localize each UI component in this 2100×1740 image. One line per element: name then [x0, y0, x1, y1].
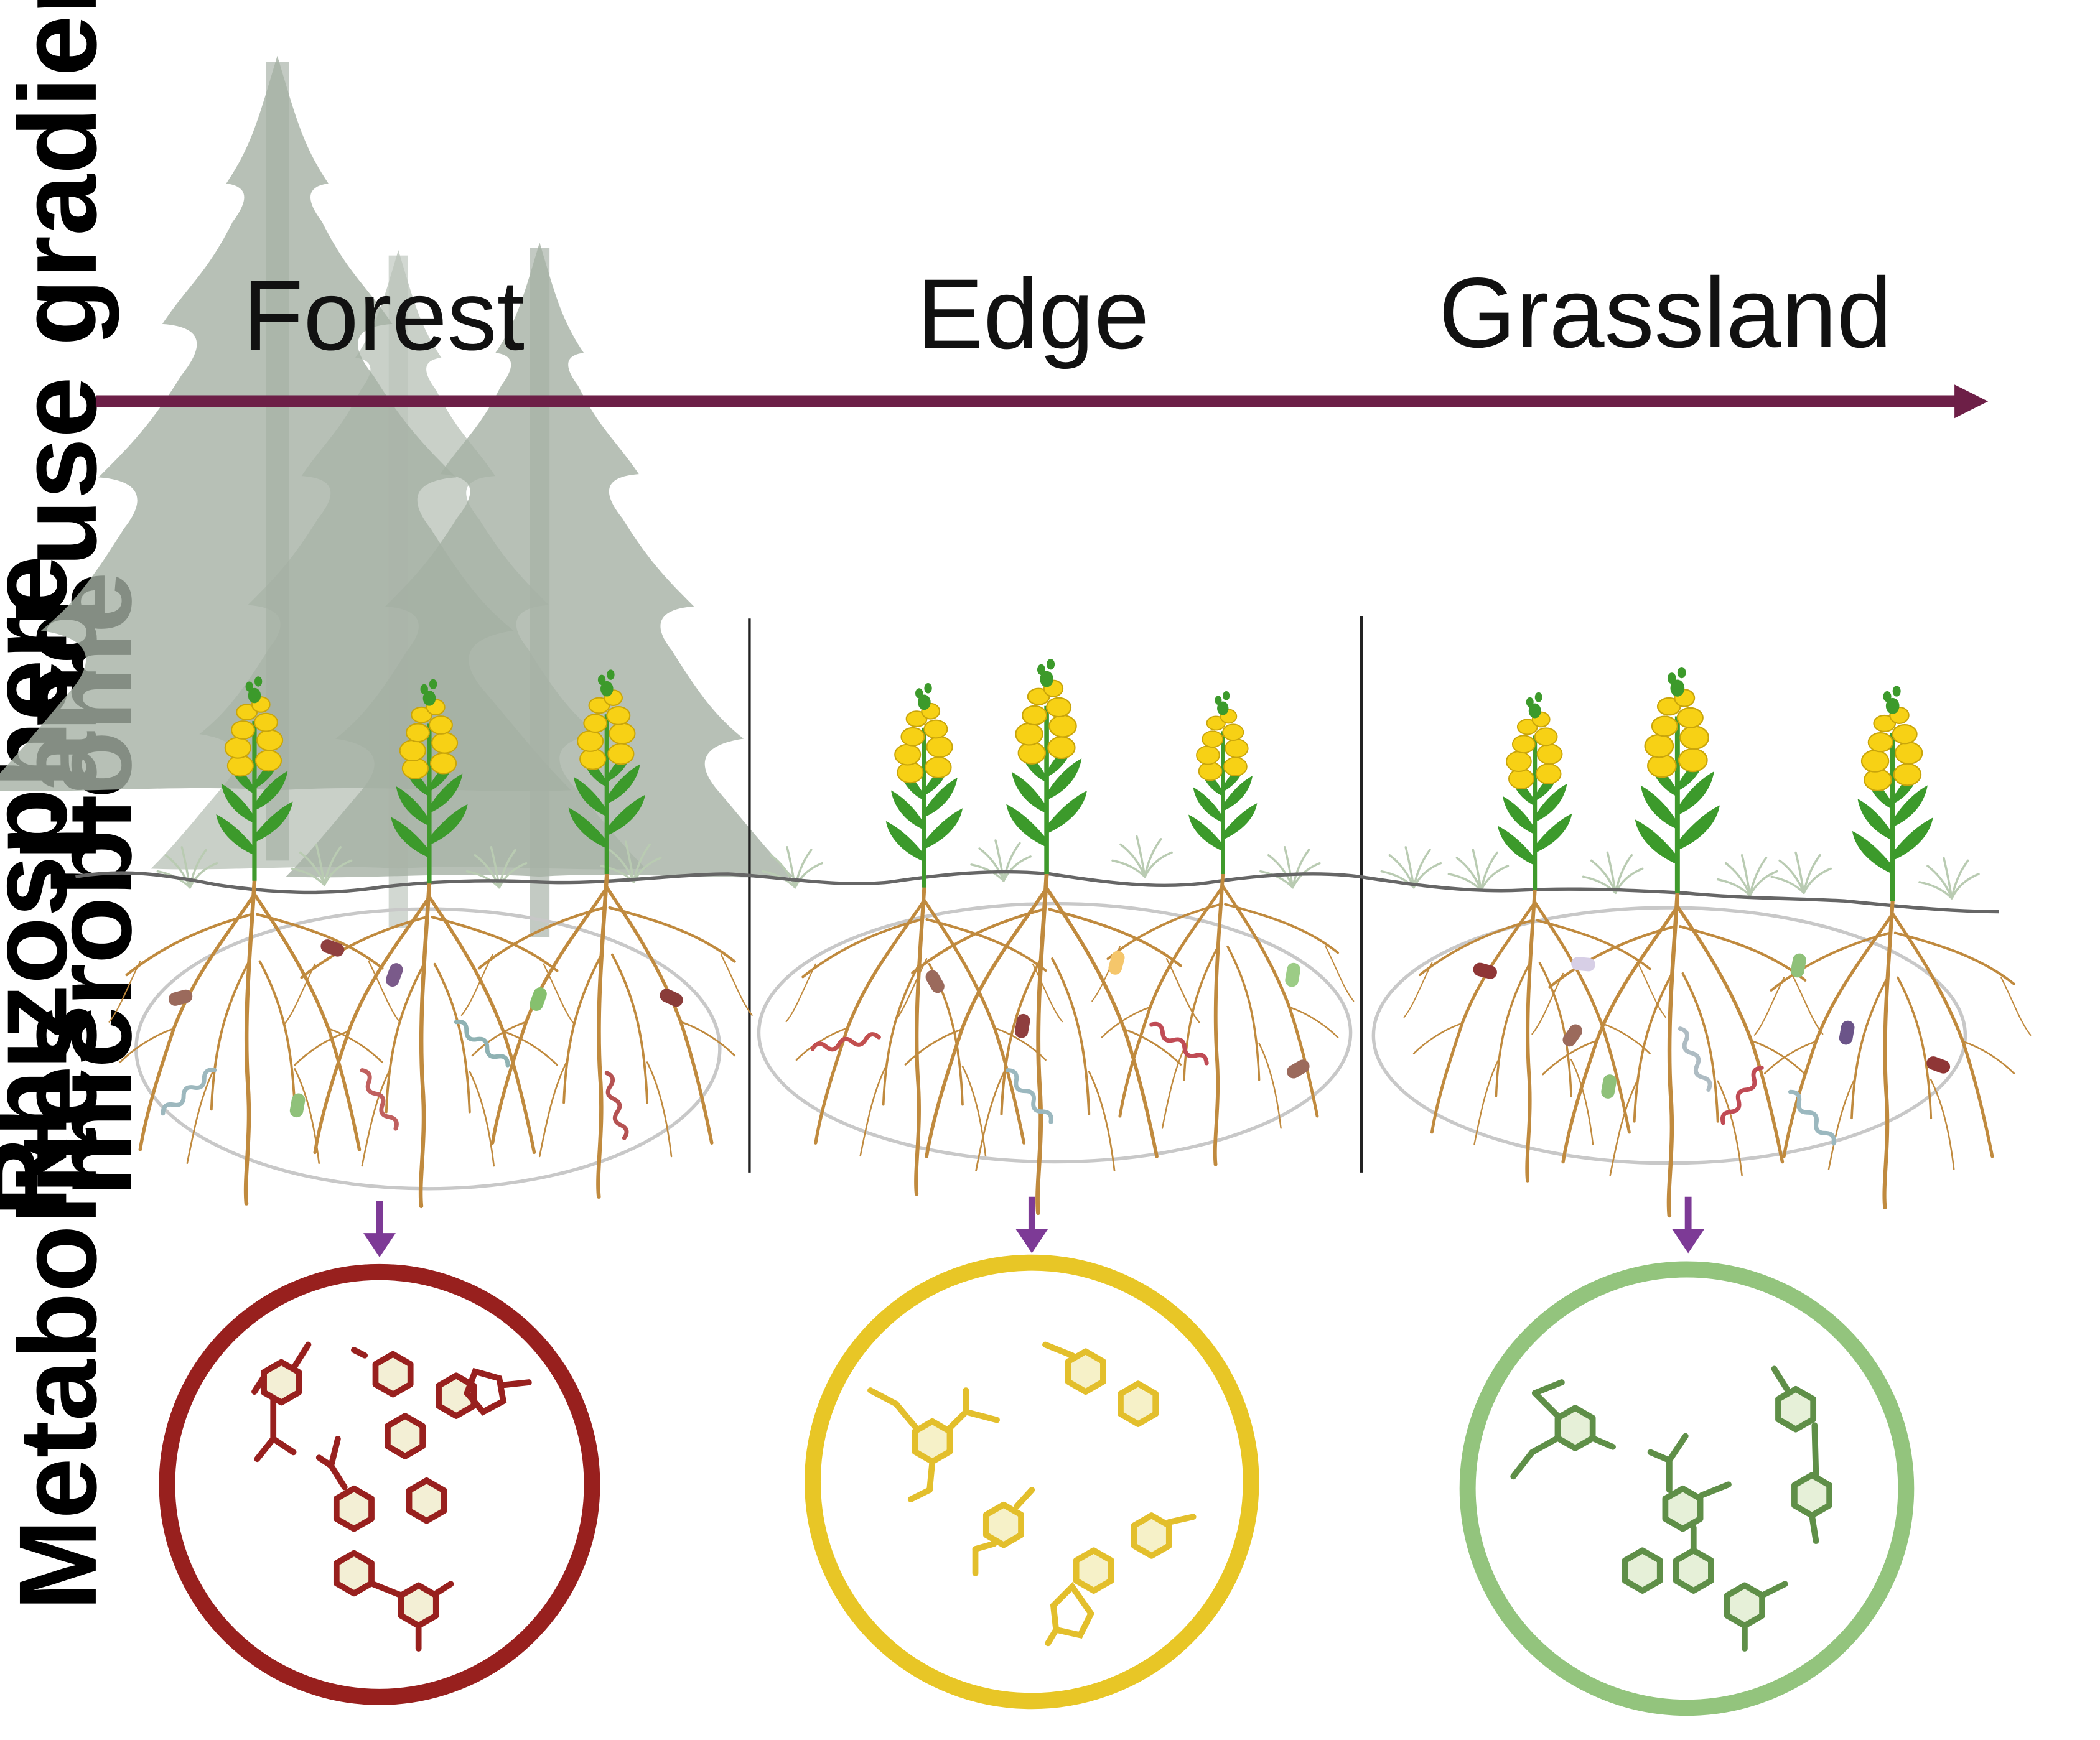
- snapdragon-plant-icon: [1006, 659, 1087, 874]
- snapdragon-plant-icon: [1498, 692, 1572, 890]
- snapdragon-plant-icon: [1852, 686, 1933, 901]
- connector-arrow: [363, 1201, 396, 1257]
- snapdragon-plant-icon: [1188, 691, 1257, 874]
- zone-label-forest: Forest: [243, 259, 525, 371]
- soil-surface-line: [75, 872, 1999, 912]
- zone-label-grassland: Grassland: [1439, 257, 1892, 368]
- root-system-icon: [110, 874, 2031, 1216]
- row-label-metabolites: Metabolites: [0, 1005, 119, 1611]
- zone-label-edge: Edge: [917, 258, 1150, 370]
- snapdragon-plant-icon: [886, 683, 963, 888]
- rhizosphere-zone-forest: [136, 909, 720, 1189]
- connector-arrow: [1015, 1197, 1048, 1254]
- metabolite-circle-edge: [813, 1263, 1251, 1701]
- bacteria-icon: [1472, 952, 1952, 1146]
- metabolite-circle-forest: [167, 1272, 592, 1697]
- connector-arrow: [1672, 1197, 1704, 1254]
- snapdragon-plant-icon: [1635, 667, 1720, 893]
